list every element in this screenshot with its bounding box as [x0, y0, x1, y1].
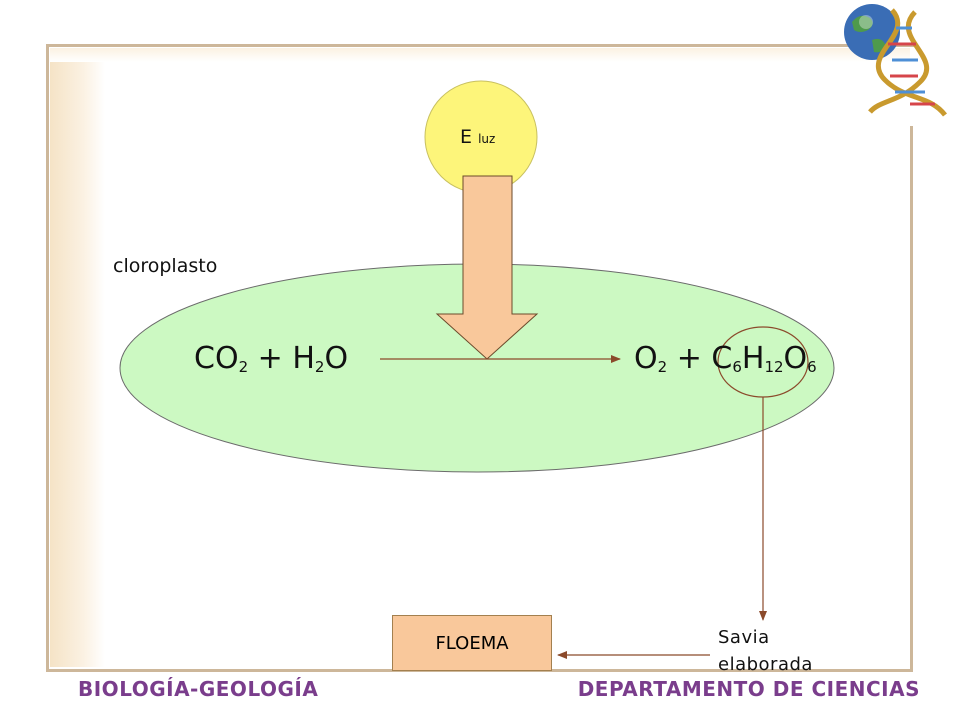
product-h-subscript: 12 [764, 358, 784, 376]
reactant-o: O [324, 341, 349, 376]
footer-subject: BIOLOGÍA-GEOLOGÍA [78, 677, 319, 701]
reactant-h: H [292, 341, 315, 376]
chloroplast-label: cloroplasto [113, 255, 218, 277]
reactant-h-subscript: 2 [314, 358, 325, 376]
savia-label: Savia elaborada [718, 624, 813, 678]
frame-top-gradient [50, 48, 910, 62]
frame-right-line [910, 126, 913, 672]
frame-top-line [46, 44, 914, 47]
product-c: C [711, 341, 733, 376]
reactants-formula: CO2 + H2O [194, 341, 348, 385]
product-o2-subscript: 6 [807, 358, 817, 376]
frame-left-gradient [50, 62, 105, 667]
reactant-plus: + [248, 341, 293, 376]
product-o2: O [783, 341, 808, 376]
footer-department: DEPARTAMENTO DE CIENCIAS [577, 677, 920, 701]
product-h: H [741, 341, 765, 376]
products-formula: O2 + C6H12O6 [634, 341, 817, 385]
globe-dna-icon [844, 4, 947, 117]
energy-label: E luz [460, 126, 495, 148]
energy-label-sub: luz [478, 132, 496, 146]
light-energy-arrow [435, 175, 539, 360]
product-c-subscript: 6 [732, 358, 742, 376]
product-o-subscript: 2 [657, 358, 668, 376]
product-o: O [634, 341, 658, 376]
reactant-co-subscript: 2 [238, 358, 249, 376]
energy-label-main: E [460, 126, 473, 148]
frame-left-line [46, 44, 49, 672]
floema-box: FLOEMA [392, 615, 552, 671]
floema-label: FLOEMA [435, 632, 509, 654]
savia-label-line1: Savia [718, 627, 770, 648]
savia-label-line2: elaborada [718, 654, 813, 675]
reactant-co: CO [194, 341, 239, 376]
product-plus: + [667, 341, 712, 376]
